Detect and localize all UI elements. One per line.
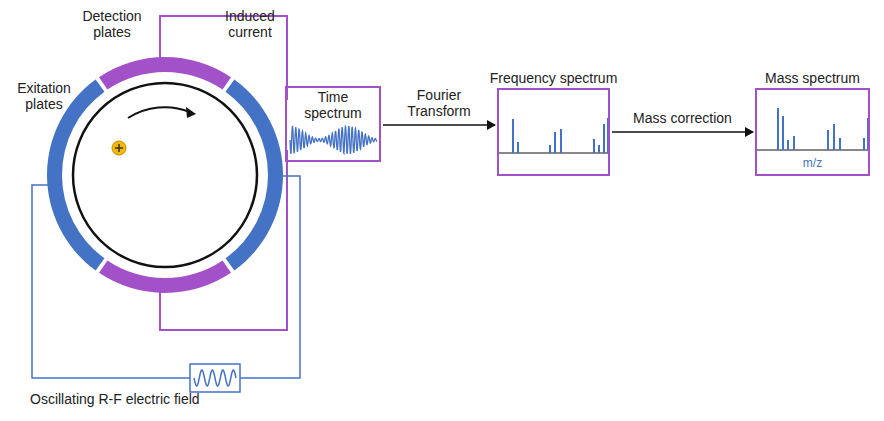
part-label: Exitation plates (4, 80, 84, 112)
axis-label: m/z (757, 156, 868, 170)
part-label: Detection plates (72, 8, 152, 40)
plate (99, 260, 231, 293)
box-heading: Mass spectrum (737, 70, 884, 86)
part-label: Oscillating R-F electric field (30, 391, 230, 407)
spectrum-box: Time spectrum (285, 86, 381, 162)
spectrum-box: Frequency spectrum (497, 88, 610, 176)
box-heading: Frequency spectrum (479, 70, 628, 86)
edge-label: Mass correction (616, 110, 749, 126)
plates (47, 57, 283, 293)
mass-peaks (757, 108, 868, 150)
part-label: Induced current (215, 8, 285, 40)
spectrum-box: Mass spectrumm/z (755, 88, 870, 176)
process-arrow (612, 131, 753, 133)
rf-generator (190, 364, 240, 392)
arrow-head (186, 107, 196, 118)
ion-charge (115, 144, 123, 152)
detection-wire (160, 150, 287, 330)
box-heading: Time spectrum (287, 88, 379, 121)
edge-label: Fourier Transform (387, 87, 491, 119)
frequency-peaks (499, 118, 608, 153)
rf-wave (194, 370, 236, 386)
plate (99, 57, 231, 90)
time-signal (290, 126, 377, 154)
ion-orbit (73, 83, 257, 267)
ion (112, 141, 126, 155)
orbit-arrow (128, 107, 190, 118)
process-arrow (383, 124, 495, 126)
plate (226, 80, 283, 271)
